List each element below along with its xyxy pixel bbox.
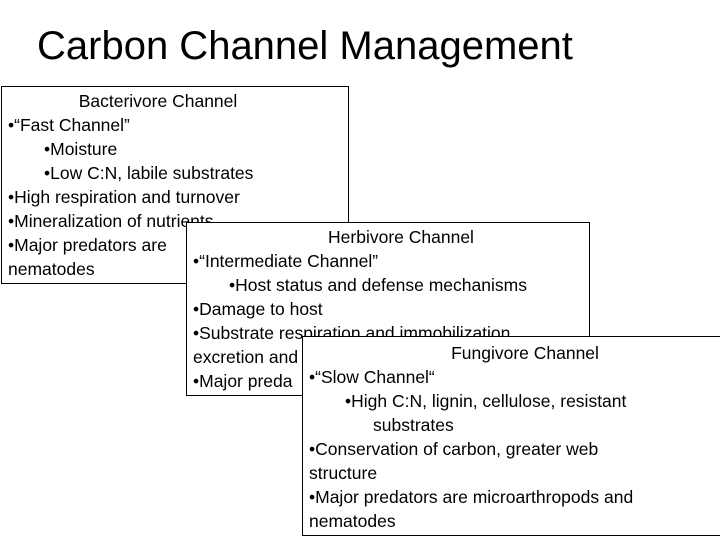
fungivore-line-slow-channel: •“Slow Channel“ [309,367,435,387]
herbivore-line-intermediate-channel: •“Intermediate Channel” [193,251,379,271]
bacterivore-line-respiration: •High respiration and turnover [8,187,240,207]
bacterivore-line-nematodes: nematodes [8,259,95,279]
fungivore-line-high-cn: •High C:N, lignin, cellulose, resistant [345,391,627,411]
bacterivore-channel-box: Bacterivore Channel •“Fast Channel” •Moi… [1,86,349,284]
bacterivore-line-fast-channel: •“Fast Channel” [8,115,130,135]
fungivore-heading: Fungivore Channel [451,343,599,363]
herbivore-line-excretion: excretion and [193,347,299,367]
fungivore-channel-box: Fungivore Channel •“Slow Channel“ •High … [302,336,720,536]
fungivore-line-substrates: substrates [373,415,454,435]
herbivore-heading: Herbivore Channel [328,227,474,247]
slide-title: Carbon Channel Management [37,24,573,68]
fungivore-line-conservation: •Conservation of carbon, greater web [309,439,599,459]
fungivore-line-structure: structure [309,463,378,483]
fungivore-line-predators: •Major predators are microarthropods and [309,487,634,507]
fungivore-line-nematodes: nematodes [309,511,396,531]
bacterivore-line-moisture: •Moisture [44,139,118,159]
bacterivore-line-low-cn: •Low C:N, labile substrates [44,163,254,183]
bacterivore-line-predators: •Major predators are [8,235,167,255]
herbivore-line-damage: •Damage to host [193,299,323,319]
herbivore-line-predators: •Major preda [193,371,293,391]
bacterivore-line-mineralization: •Mineralization of nutrients [8,211,214,231]
bacterivore-heading: Bacterivore Channel [78,91,238,111]
herbivore-line-host-status: •Host status and defense mechanisms [229,275,527,295]
